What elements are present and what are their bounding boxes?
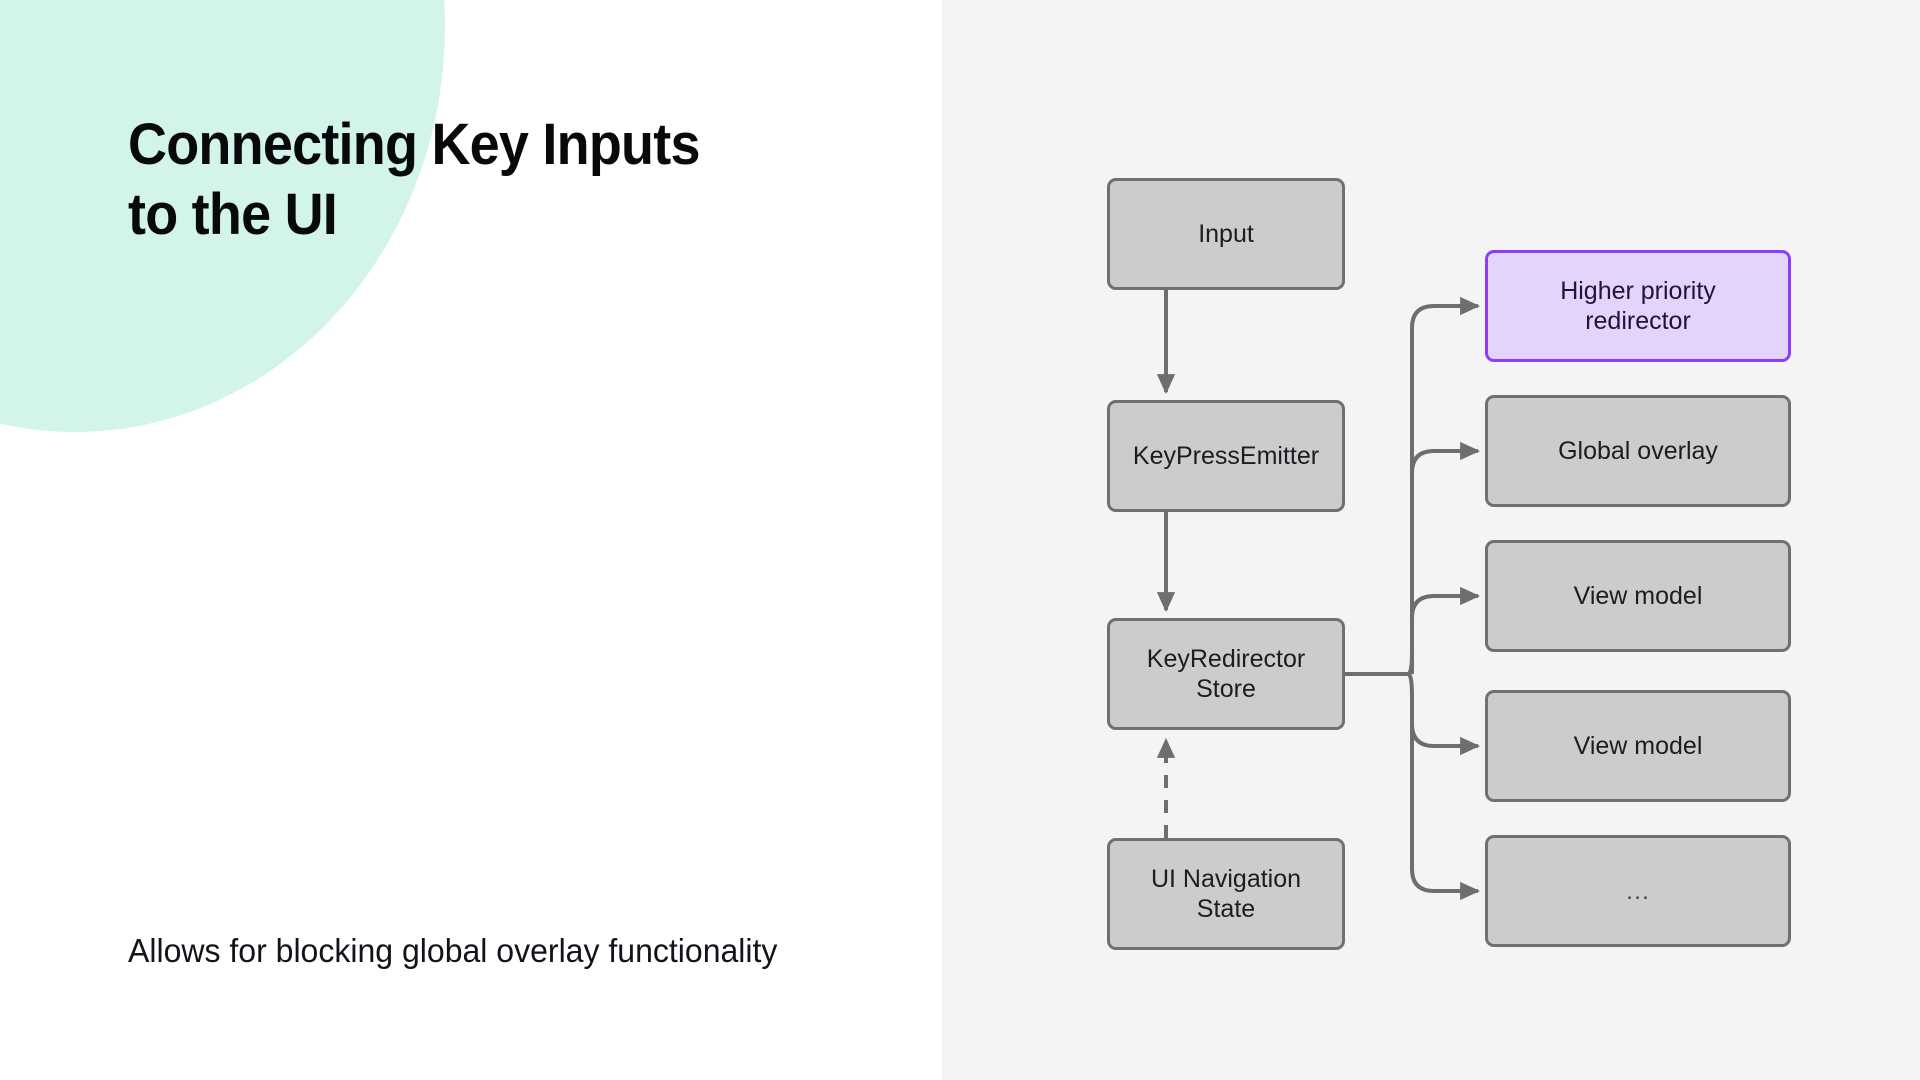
node-label: Higher priority redirector: [1560, 276, 1716, 336]
edge-store-to-higher-priority-redirector: [1407, 296, 1481, 676]
edge-store-to-more: [1410, 696, 1481, 901]
node-label: KeyRedirector Store: [1146, 644, 1306, 704]
node-label: Global overlay: [1558, 436, 1718, 465]
edge-store-to-view-model-2: [1407, 672, 1481, 756]
diagram-node-higher-priority-redirector[interactable]: Higher priority redirector: [1485, 250, 1791, 362]
node-label: View model: [1573, 581, 1703, 610]
diagram-node-key-redirector-store[interactable]: KeyRedirector Store: [1107, 618, 1345, 730]
node-label: UI Navigation State: [1150, 864, 1302, 924]
left-panel: Connecting Key Inputs to the UI Allows f…: [0, 0, 942, 1080]
diagram-node-input[interactable]: Input: [1107, 178, 1345, 290]
slide-subtitle: Allows for blocking global overlay funct…: [128, 932, 778, 969]
edge-store-to-global-overlay: [1410, 441, 1481, 674]
diagram-node-view-model-2[interactable]: View model: [1485, 690, 1791, 802]
right-panel: Input KeyPressEmitter KeyRedirector Stor…: [942, 0, 1920, 1080]
diagram-node-more[interactable]: …: [1485, 835, 1791, 947]
node-label: Input: [1198, 219, 1254, 248]
node-label: …: [1625, 876, 1651, 905]
node-label: KeyPressEmitter: [1132, 441, 1320, 470]
edge-store-to-view-model-1: [1410, 586, 1481, 674]
page-title: Connecting Key Inputs to the UI: [128, 112, 700, 248]
diagram-node-global-overlay[interactable]: Global overlay: [1485, 395, 1791, 507]
diagram-node-view-model-1[interactable]: View model: [1485, 540, 1791, 652]
diagram-node-key-press-emitter[interactable]: KeyPressEmitter: [1107, 400, 1345, 512]
diagram-node-ui-navigation-state[interactable]: UI Navigation State: [1107, 838, 1345, 950]
architecture-diagram: Input KeyPressEmitter KeyRedirector Stor…: [942, 0, 1920, 1080]
node-label: View model: [1573, 731, 1703, 760]
